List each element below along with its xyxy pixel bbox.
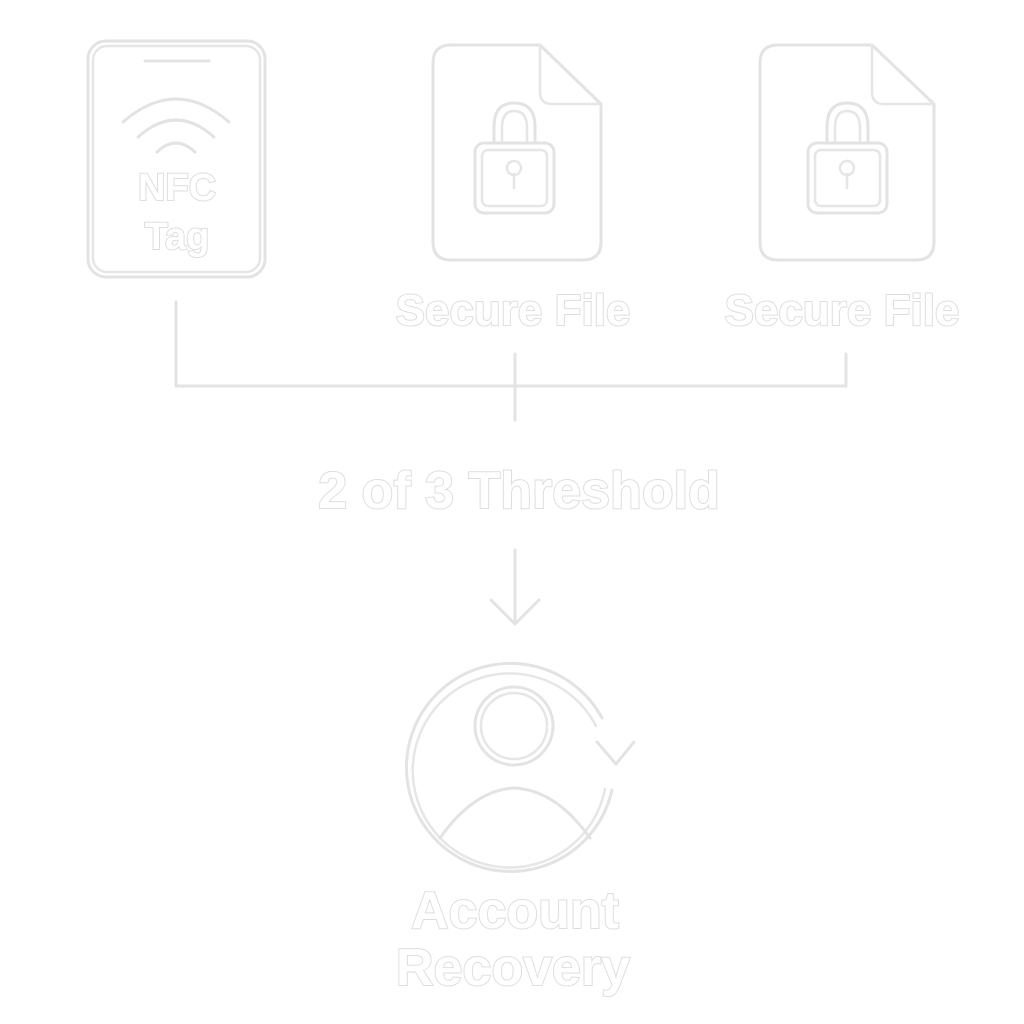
file-fold — [870, 43, 936, 106]
lock-icon — [473, 101, 556, 215]
recovery-ring-inner — [411, 672, 607, 869]
file-outline — [758, 43, 936, 262]
user-head — [473, 685, 555, 767]
down-arrow-icon — [489, 548, 541, 626]
nfc-icon — [121, 97, 231, 154]
recovery-arrowhead — [595, 740, 636, 766]
secure-file-2-label: Secure File — [725, 286, 960, 335]
connector-lines — [174, 300, 848, 422]
account-recovery-label-line1: Account — [411, 882, 619, 940]
secure-file-1-label: Secure File — [396, 286, 631, 335]
nfc-card-inner-outline — [91, 44, 262, 274]
nfc-tag-label-line2: Tag — [145, 216, 210, 258]
recovery-ring — [404, 661, 614, 873]
nfc-tag-node: NFC Tag — [86, 39, 267, 279]
user-shoulders — [438, 786, 592, 840]
lock-icon — [806, 101, 889, 215]
nfc-card-outline — [86, 39, 267, 279]
threshold-label: 2 of 3 Threshold — [318, 462, 720, 520]
secure-file-node-1: Secure File — [395, 43, 631, 336]
secure-file-node-2: Secure File — [724, 43, 960, 336]
nfc-tag-label-line1: NFC — [138, 167, 216, 209]
account-recovery-label-line2: Recovery — [396, 939, 630, 997]
connector-bracket — [174, 300, 848, 388]
account-recovery-icon — [404, 661, 636, 873]
file-fold — [538, 43, 603, 106]
user-head-inner — [479, 691, 549, 761]
file-outline — [431, 43, 603, 262]
